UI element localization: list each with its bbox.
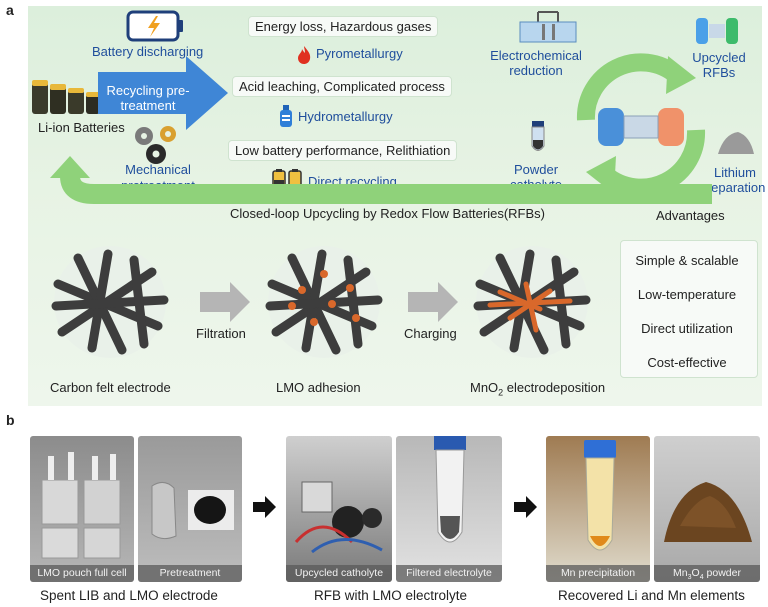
acid-bottle-icon — [280, 105, 292, 127]
advantages-title: Advantages — [656, 208, 725, 223]
flow-arrow-icon — [253, 496, 276, 518]
catholyte-tube-icon — [531, 121, 545, 151]
gears-icon — [135, 126, 176, 164]
li-ion-battery-icon — [32, 80, 100, 114]
photo-caption: Upcycled catholyte — [286, 565, 392, 582]
photo-upcycled-catholyte: Upcycled catholyte — [286, 436, 392, 582]
advantage-item: Low-temperature — [637, 287, 737, 302]
advantage-item: Simple & scalable — [635, 253, 739, 268]
group-caption-rfb: RFB with LMO electrolyte — [314, 588, 468, 603]
method-name-hydrometallurgy: Hydrometallurgy — [298, 109, 393, 124]
fire-icon — [298, 46, 311, 64]
photo-pretreatment: Pretreatment — [138, 436, 242, 582]
carbon-felt-label: Carbon felt electrode — [50, 380, 171, 395]
closed-loop-arrow — [50, 156, 712, 204]
rfb-setup-image — [294, 481, 383, 554]
battery-discharging-label: Battery discharging — [92, 44, 204, 59]
method-issue-pyrometallurgy: Energy loss, Hazardous gases — [248, 16, 439, 37]
filtration-label: Filtration — [196, 326, 246, 341]
recycling-pretreatment-label: Recycling pre-treatment — [106, 83, 190, 113]
group-caption-spent-lib: Spent LIB and LMO electrode — [40, 588, 218, 603]
panel-label-b: b — [6, 412, 15, 428]
photo-caption: Mn3O4 powder — [654, 565, 760, 582]
lmo-adhesion-label: LMO adhesion — [276, 380, 361, 395]
mno2-illustration — [473, 246, 591, 358]
pretreatment-image — [151, 482, 234, 540]
advantage-item: Direct utilization — [641, 321, 733, 336]
photo-lmo-pouch: LMO pouch full cell — [30, 436, 134, 582]
method-name-pyrometallurgy: Pyrometallurgy — [316, 46, 403, 61]
panel-label-a: a — [6, 2, 14, 18]
li-ion-label: Li-ion Batteries — [38, 120, 125, 135]
closed-loop-label: Closed-loop Upcycling by Redox Flow Batt… — [230, 206, 546, 221]
falcon-tube-image — [584, 440, 616, 551]
lithium-separation-label: Lithium separation — [704, 165, 766, 195]
flow-arrow-icon — [514, 496, 537, 518]
filtration-arrow — [200, 282, 250, 322]
photo-caption: Filtered electrolyte — [396, 565, 502, 582]
pretreatment-arrow — [98, 56, 228, 130]
powder-pile-image — [664, 482, 752, 542]
rfb-cycle-diagram — [576, 53, 706, 197]
battery-discharging-icon — [126, 10, 183, 42]
lithium-powder-icon — [718, 132, 754, 154]
advantage-item: Cost-effective — [647, 355, 727, 370]
photo-mn-powder: Mn3O4 powder — [654, 436, 760, 582]
upcycled-rfb-icon — [696, 18, 738, 44]
charging-arrow — [408, 282, 458, 322]
method-issue-direct-recycling: Low battery performance, Relithiation — [228, 140, 458, 161]
charging-label: Charging — [404, 326, 457, 341]
electrochemical-reduction-label: Electrochemical reduction — [490, 48, 582, 78]
group-caption-recovered: Recovered Li and Mn elements — [558, 588, 745, 603]
advantages-box: Simple & scalable Low-temperature Direct… — [620, 240, 758, 378]
electrochemical-cell-icon — [519, 11, 577, 43]
upcycled-rfbs-label: Upcycled RFBs — [692, 50, 746, 80]
photo-mn-precipitation: Mn precipitation — [546, 436, 650, 582]
photo-filtered-electrolyte: Filtered electrolyte — [396, 436, 502, 582]
filter-tube-image — [434, 436, 466, 543]
pouch-cells-image — [41, 452, 121, 559]
lmo-adhesion-illustration — [265, 246, 383, 358]
photo-caption: LMO pouch full cell — [30, 565, 134, 582]
mno2-label: MnO2 electrodeposition — [470, 380, 606, 398]
photo-caption: Pretreatment — [138, 565, 242, 582]
photo-caption: Mn precipitation — [546, 565, 650, 582]
carbon-felt-illustration — [51, 246, 169, 358]
method-issue-hydrometallurgy: Acid leaching, Complicated process — [232, 76, 452, 97]
